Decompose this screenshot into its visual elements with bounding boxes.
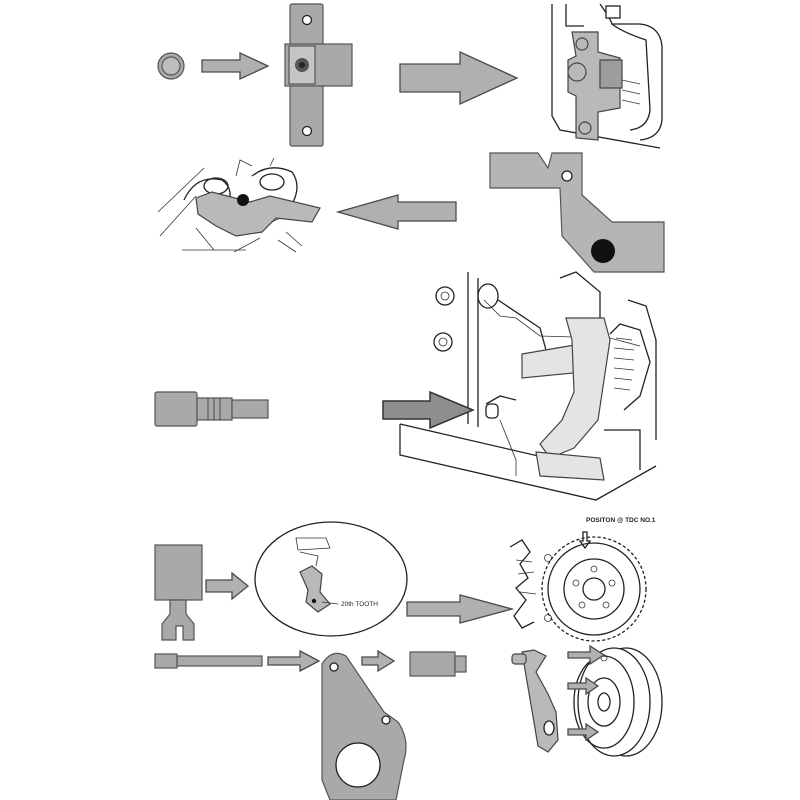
tooth-detail-inset: 20th TOOTH bbox=[254, 521, 408, 637]
arrow-bracket-to-engine bbox=[399, 50, 519, 106]
arrow-detail-to-flywheel bbox=[406, 594, 515, 624]
camshaft-locking-plate-tool bbox=[489, 152, 665, 273]
socket-tool bbox=[157, 52, 185, 80]
pulley-locking-plate-tool bbox=[321, 652, 407, 800]
long-locking-pin-tool bbox=[154, 653, 263, 669]
tooth-detail-label: 20th TOOTH bbox=[341, 601, 378, 608]
arrow-socket-to-bracket bbox=[201, 51, 270, 81]
arrow-plate-to-camshaft bbox=[335, 194, 457, 230]
engine-head-bracket-view bbox=[551, 3, 663, 149]
arrow-pin-to-plate bbox=[267, 649, 321, 673]
flywheel-locking-tool bbox=[154, 544, 203, 641]
arrow-tool-to-detail bbox=[205, 571, 250, 601]
arrow-pin-insert bbox=[382, 390, 475, 430]
crankshaft-pin-tool bbox=[154, 391, 269, 427]
arrow-plate-to-spacer bbox=[361, 649, 396, 673]
locking-bracket-tool bbox=[284, 3, 353, 147]
engine-block-pin-view bbox=[399, 271, 657, 501]
flywheel-tdc-view: POSITON @ TDC NO.1 bbox=[509, 517, 656, 642]
tdc-position-label: POSITON @ TDC NO.1 bbox=[586, 517, 656, 524]
spacer-sleeve-tool bbox=[409, 651, 467, 677]
crank-pulley-locked-view bbox=[511, 644, 663, 757]
camshaft-plate-installed-view bbox=[157, 157, 321, 253]
